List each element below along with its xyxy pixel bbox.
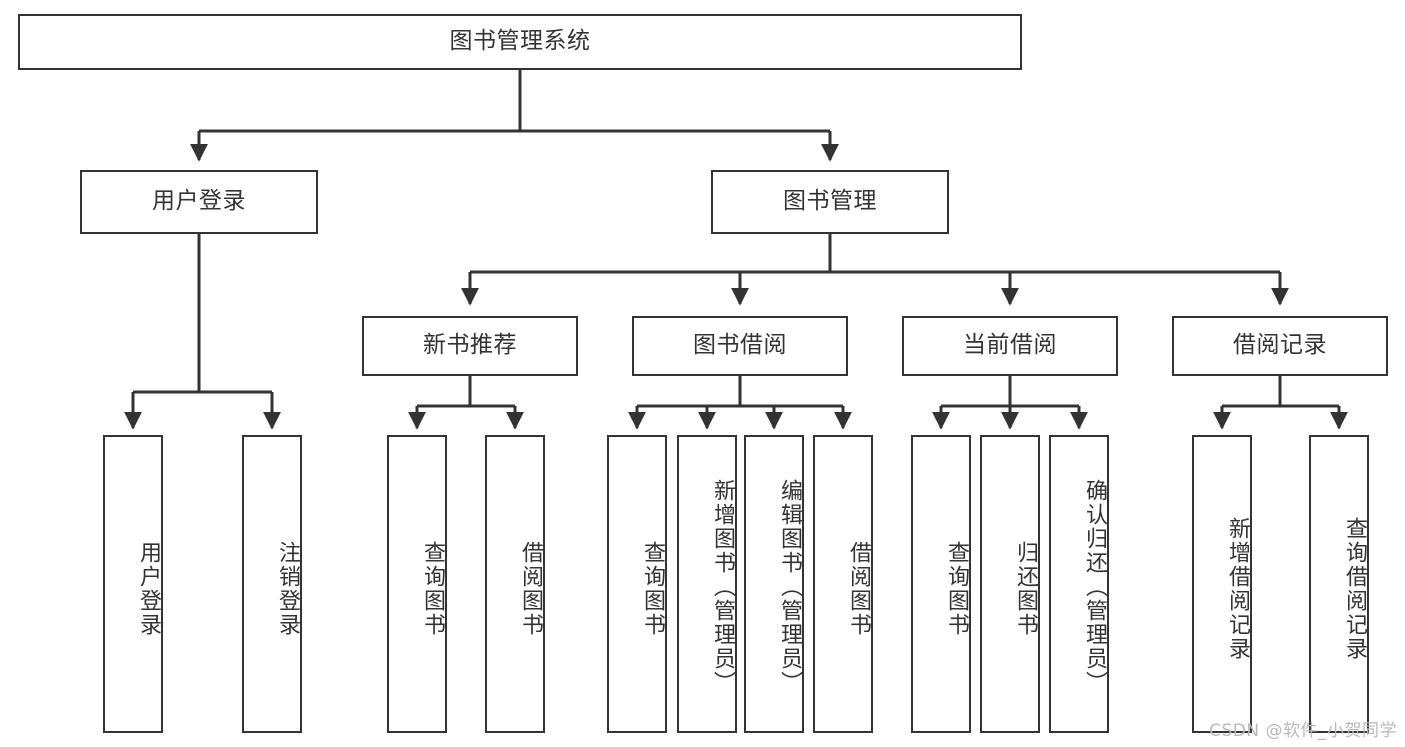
node-label: 借阅图书 <box>518 541 543 637</box>
leaf-query-book-recommend[interactable]: 查询图书 <box>387 435 447 733</box>
node-label: 借阅图书 <box>846 541 871 637</box>
node-book-borrow[interactable]: 图书借阅 <box>632 316 848 376</box>
node-new-book-recommend[interactable]: 新书推荐 <box>362 316 578 376</box>
leaf-logout-login[interactable]: 注销登录 <box>242 435 302 733</box>
leaf-confirm-return-admin[interactable]: 确认归还（管理员） <box>1049 435 1109 733</box>
node-label: 查询图书 <box>420 541 445 637</box>
node-label: 编辑图书（管理员） <box>777 479 802 695</box>
watermark-text: CSDN @软件_小贺同学 <box>1209 721 1397 741</box>
leaf-edit-book-admin[interactable]: 编辑图书（管理员） <box>744 435 804 733</box>
leaf-query-book-borrow[interactable]: 查询图书 <box>607 435 667 733</box>
node-label: 图书管理 <box>783 188 877 215</box>
node-label: 注销登录 <box>275 541 300 637</box>
node-label: 查询借阅记录 <box>1342 517 1367 661</box>
leaf-borrow-book-recommend[interactable]: 借阅图书 <box>485 435 545 733</box>
node-label: 图书借阅 <box>693 332 787 359</box>
leaf-return-book[interactable]: 归还图书 <box>980 435 1040 733</box>
node-current-borrow[interactable]: 当前借阅 <box>902 316 1118 376</box>
node-borrow-record[interactable]: 借阅记录 <box>1172 316 1388 376</box>
leaf-borrow-book[interactable]: 借阅图书 <box>813 435 873 733</box>
node-label: 用户登录 <box>152 188 246 215</box>
node-label: 新书推荐 <box>423 332 517 359</box>
node-user-login[interactable]: 用户登录 <box>80 170 318 234</box>
node-label: 查询图书 <box>640 541 665 637</box>
node-label: 确认归还（管理员） <box>1082 479 1107 695</box>
node-label: 归还图书 <box>1013 541 1038 637</box>
leaf-add-borrow-record[interactable]: 新增借阅记录 <box>1192 435 1252 733</box>
node-label: 当前借阅 <box>963 332 1057 359</box>
node-label: 借阅记录 <box>1233 332 1327 359</box>
node-label: 用户登录 <box>136 541 161 637</box>
leaf-query-borrow-record[interactable]: 查询借阅记录 <box>1309 435 1369 733</box>
node-book-management[interactable]: 图书管理 <box>711 170 949 234</box>
leaf-add-book-admin[interactable]: 新增图书（管理员） <box>677 435 737 733</box>
node-label: 新增借阅记录 <box>1225 517 1250 661</box>
node-label: 新增图书（管理员） <box>710 479 735 695</box>
node-label: 查询图书 <box>944 541 969 637</box>
leaf-query-book-current[interactable]: 查询图书 <box>911 435 971 733</box>
leaf-user-login[interactable]: 用户登录 <box>103 435 163 733</box>
node-root-book-management-system[interactable]: 图书管理系统 <box>18 14 1022 70</box>
node-label: 图书管理系统 <box>449 28 591 55</box>
